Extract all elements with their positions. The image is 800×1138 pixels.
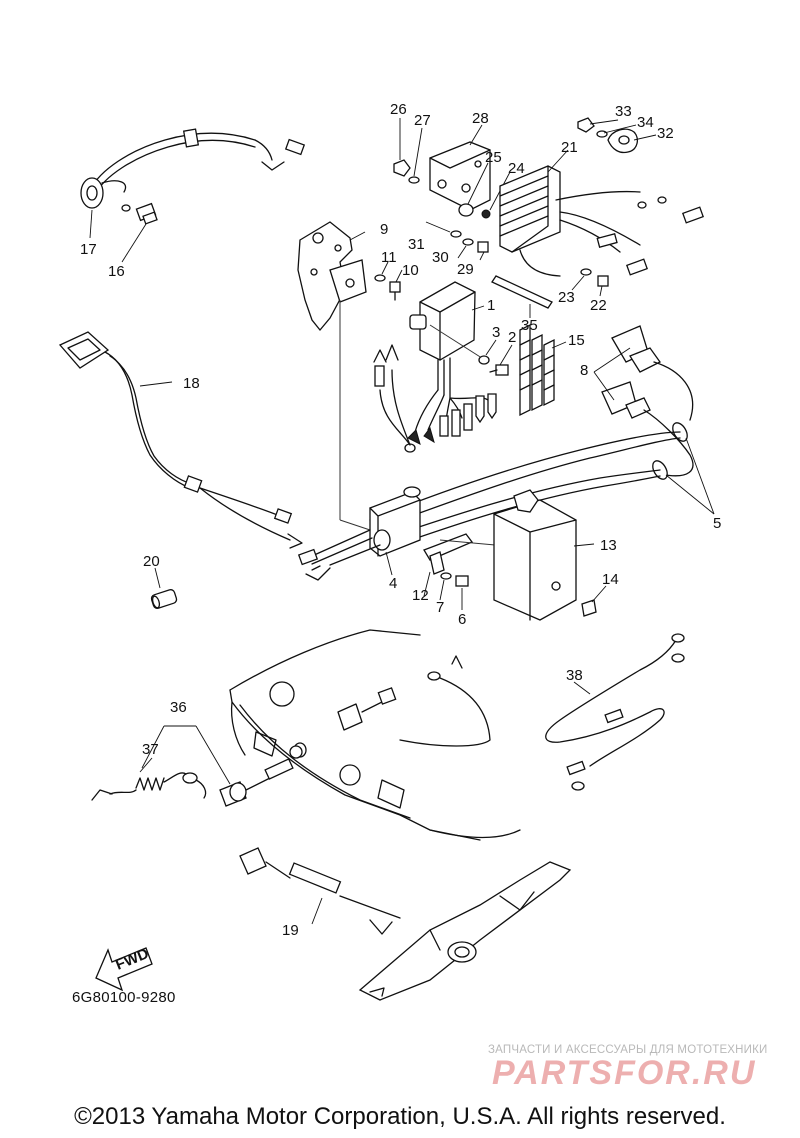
callout-15: 15: [568, 332, 585, 349]
callout-38: 38: [566, 667, 583, 684]
stop-switch-lanyard: [91, 655, 491, 807]
cable-tie: [491, 275, 553, 309]
clamp-32-34: [577, 117, 639, 154]
callout-8: 8: [580, 362, 588, 379]
nut-washer-26-27: [393, 159, 420, 184]
callout-31: 31: [408, 236, 425, 253]
callout-3: 3: [492, 324, 500, 341]
callout-30: 30: [432, 249, 449, 266]
callout-16: 16: [108, 263, 125, 280]
callout-7: 7: [436, 599, 444, 616]
cdi-unit: [373, 281, 497, 453]
battery-lead-cable: [80, 128, 306, 209]
component-cover: [493, 489, 597, 621]
bolt-washer-2-3: [478, 355, 509, 376]
callout-23: 23: [558, 289, 575, 306]
callout-35: 35: [521, 317, 538, 334]
diagram-part-number: 6G80100-9280: [72, 989, 176, 1006]
watermark-logo: PARTSFOR.RU: [492, 1054, 757, 1092]
copyright-notice: ©2013 Yamaha Motor Corporation, U.S.A. A…: [74, 1103, 726, 1130]
callout-10: 10: [402, 262, 419, 279]
callout-4: 4: [389, 575, 397, 592]
callout-21: 21: [561, 139, 578, 156]
sensor-switch: [121, 202, 158, 225]
rectifier-regulator: [499, 165, 705, 277]
ignition-coil: [297, 486, 421, 581]
ground-lead: [545, 633, 685, 791]
callout-11: 11: [381, 249, 397, 266]
engine-cowling: [229, 629, 521, 841]
stop-switch-lead: [58, 331, 303, 549]
callout-28: 28: [472, 110, 489, 127]
holder-bracket: [429, 141, 491, 211]
fwd-arrow-icon: FWD: [95, 945, 153, 992]
callout-6: 6: [458, 611, 466, 628]
bolt-washers-29-31: [450, 230, 489, 253]
lower-cable: [239, 847, 401, 935]
callout-18: 18: [183, 375, 200, 392]
callout-5: 5: [713, 515, 721, 532]
callout-24: 24: [508, 160, 525, 177]
callout-13: 13: [600, 537, 617, 554]
bolt-washer-22-23: [580, 268, 609, 287]
callout-27: 27: [414, 112, 431, 129]
callout-1: 1: [487, 297, 495, 314]
callout-29: 29: [457, 261, 474, 278]
mounting-bracket: [297, 221, 367, 332]
plug-caps: [601, 325, 694, 480]
callout-36: 36: [170, 699, 187, 716]
callout-26: 26: [390, 101, 407, 118]
coil-bracket-hardware: [423, 533, 496, 587]
callout-32: 32: [657, 125, 674, 142]
callout-34: 34: [637, 114, 654, 131]
collar-24-25: [458, 203, 491, 219]
callout-25: 25: [485, 149, 502, 166]
callout-22: 22: [590, 297, 607, 314]
callout-12: 12: [412, 587, 429, 604]
steering-bracket: [358, 861, 572, 1001]
cap-part: [150, 589, 178, 609]
callout-19: 19: [282, 922, 299, 939]
callout-9: 9: [380, 221, 388, 238]
cable-bands: [519, 323, 555, 417]
callout-2: 2: [508, 329, 516, 346]
callout-numbers: 1 2 3 4 5 6 7 8 9 10 11 12 13 14 15 16 1…: [80, 101, 721, 939]
callout-20: 20: [143, 553, 160, 570]
callout-14: 14: [602, 571, 619, 588]
callout-37: 37: [142, 741, 159, 758]
watermark-subtitle: ЗАПЧАСТИ И АКСЕССУАРЫ ДЛЯ МОТОТЕХНИКИ: [488, 1044, 768, 1056]
bolt-washer-10-11: [374, 274, 401, 301]
callout-17: 17: [80, 241, 97, 258]
callout-33: 33: [615, 103, 632, 120]
